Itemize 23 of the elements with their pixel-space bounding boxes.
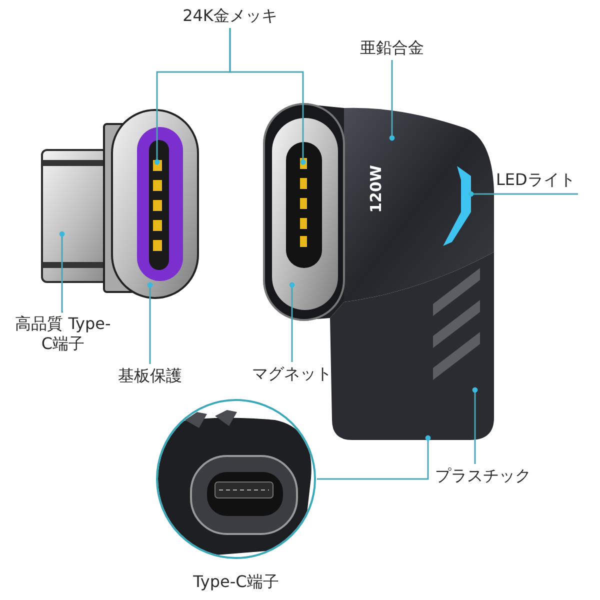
callout-label: Type-C端子	[192, 572, 280, 592]
plastic-shell-drawing	[330, 252, 494, 440]
callout-label: LEDライト	[496, 170, 578, 194]
contact-pins-drawing	[300, 158, 307, 247]
leader-line	[59, 231, 65, 313]
leader-line	[317, 435, 431, 480]
contact-pins-drawing	[153, 160, 162, 251]
callout-label: 高品質 Type-C端子	[13, 314, 113, 354]
leader-line	[229, 28, 306, 165]
leader-line	[468, 191, 578, 197]
callout-label: 基板保護	[105, 366, 195, 386]
callout-label: 亜鉛合金	[347, 38, 437, 58]
led-strip-drawing	[443, 166, 471, 246]
adapter-body-drawing	[344, 108, 494, 302]
magnet-ring-drawing	[263, 103, 345, 321]
leader-line	[389, 59, 395, 141]
rating-label: 120W	[366, 165, 385, 213]
callout-label: 24K金メッキ	[175, 6, 285, 26]
callout-label: マグネット	[246, 364, 338, 384]
callout-label: プラスチック	[425, 466, 541, 486]
leader-line	[147, 282, 153, 365]
leader-line	[289, 282, 295, 363]
leader-line	[472, 387, 478, 465]
